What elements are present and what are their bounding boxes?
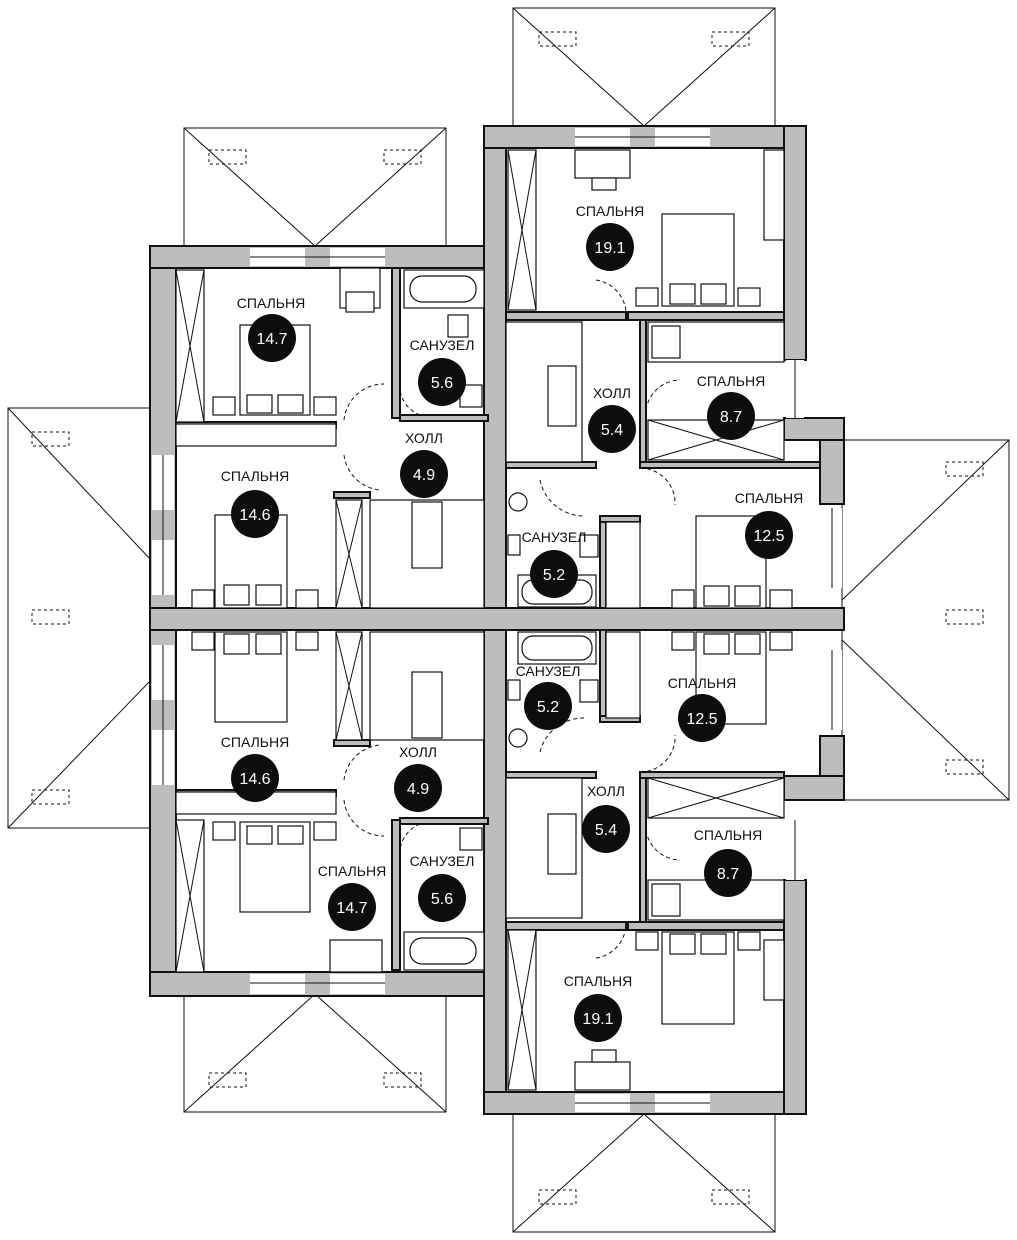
room-label: СПАЛЬНЯ	[221, 468, 289, 484]
area-value: 5.6	[431, 891, 453, 908]
room-label: СПАЛЬНЯ	[221, 734, 289, 750]
area-value: 14.6	[239, 507, 270, 524]
area-badge	[678, 694, 726, 742]
room-label: САНУЗЕЛ	[410, 853, 475, 869]
room-label: СПАЛЬНЯ	[576, 203, 644, 219]
area-badge	[574, 994, 622, 1042]
area-badge	[582, 805, 630, 853]
area-badge	[586, 223, 634, 271]
area-value: 5.4	[595, 822, 617, 839]
room-labels: СПАЛЬНЯ 14.7 САНУЗЕЛ 5.6 ХОЛЛ 4.9 СПАЛЬН…	[221, 203, 803, 1042]
area-badge	[400, 450, 448, 498]
room-label: САНУЗЕЛ	[522, 529, 587, 545]
room-label: ХОЛЛ	[399, 744, 437, 760]
area-value: 8.7	[717, 866, 739, 883]
room-label: ХОЛЛ	[593, 385, 631, 401]
room-label: СПАЛЬНЯ	[668, 675, 736, 691]
area-value: 19.1	[582, 1011, 613, 1028]
area-value: 5.2	[537, 699, 559, 716]
area-badge	[248, 314, 296, 362]
area-value: 14.7	[256, 331, 287, 348]
area-badge	[231, 490, 279, 538]
area-badge	[588, 405, 636, 453]
room-label: ХОЛЛ	[405, 430, 443, 446]
area-badge	[418, 874, 466, 922]
exterior-walls	[149, 125, 845, 1115]
room-label: СПАЛЬНЯ	[697, 373, 765, 389]
room-label: СПАЛЬНЯ	[237, 295, 305, 311]
room-label: САНУЗЕЛ	[516, 663, 581, 679]
room-label: СПАЛЬНЯ	[694, 827, 762, 843]
room-label: СПАЛЬНЯ	[318, 863, 386, 879]
room-label: СПАЛЬНЯ	[735, 490, 803, 506]
area-badge	[745, 511, 793, 559]
area-value: 12.5	[686, 711, 717, 728]
area-badge	[231, 754, 279, 802]
area-value: 12.5	[753, 528, 784, 545]
area-badge	[524, 682, 572, 730]
room-label: СПАЛЬНЯ	[564, 973, 632, 989]
area-badge	[704, 849, 752, 897]
area-value: 5.2	[543, 567, 565, 584]
area-badge	[328, 883, 376, 931]
room-label: ХОЛЛ	[587, 783, 625, 799]
area-value: 19.1	[594, 240, 625, 257]
room-label: САНУЗЕЛ	[410, 337, 475, 353]
area-value: 4.9	[413, 467, 435, 484]
area-value: 14.7	[336, 900, 367, 917]
area-badge	[707, 392, 755, 440]
area-badge	[530, 550, 578, 598]
area-value: 4.9	[407, 781, 429, 798]
area-value: 5.4	[601, 422, 623, 439]
area-value: 14.6	[239, 771, 270, 788]
roof-outlines	[7, 7, 1010, 1233]
area-badge	[394, 764, 442, 812]
area-value: 5.6	[431, 375, 453, 392]
area-value: 8.7	[720, 409, 742, 426]
area-badge	[418, 358, 466, 406]
furniture	[175, 149, 793, 1091]
